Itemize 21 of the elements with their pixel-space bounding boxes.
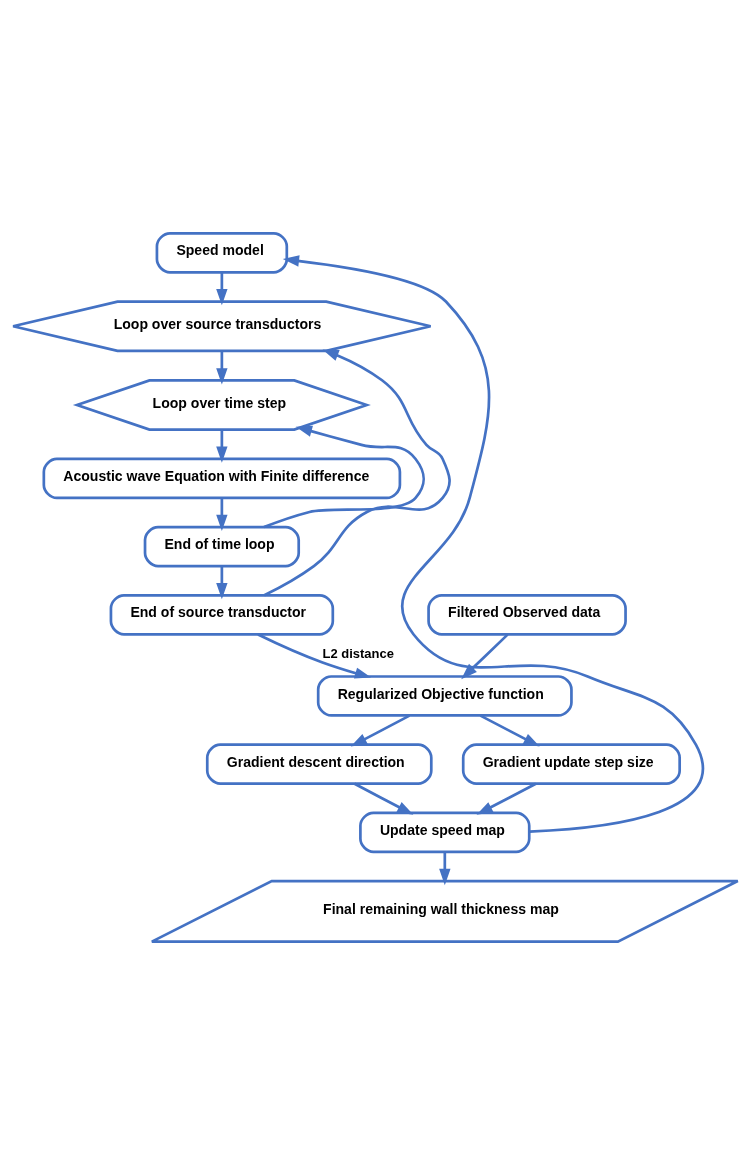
arrow <box>350 714 410 747</box>
node-box: Gradient update step size <box>461 743 681 785</box>
arrow <box>256 633 371 679</box>
edge-label: L2 distance <box>322 645 394 661</box>
node-box: End of source transductor <box>109 593 334 636</box>
arrow <box>353 782 413 815</box>
arrow <box>215 351 228 385</box>
arrow <box>263 425 425 529</box>
arrow <box>476 782 536 815</box>
arrow <box>460 633 508 680</box>
node-box: Speed model <box>155 232 288 274</box>
node-box: Gradient descent direction <box>205 743 433 785</box>
node-box: Filtered Observed data <box>426 593 627 636</box>
arrow <box>438 852 450 886</box>
node-box: Regularized Objective function <box>316 675 573 717</box>
arrow <box>282 255 704 833</box>
node-box: End of time loop <box>143 525 300 568</box>
node-box: Update speed map <box>358 811 531 854</box>
arrow <box>263 349 451 597</box>
node-box: Acoustic wave Equation with Finite difference <box>42 457 401 500</box>
arrow <box>479 714 540 747</box>
